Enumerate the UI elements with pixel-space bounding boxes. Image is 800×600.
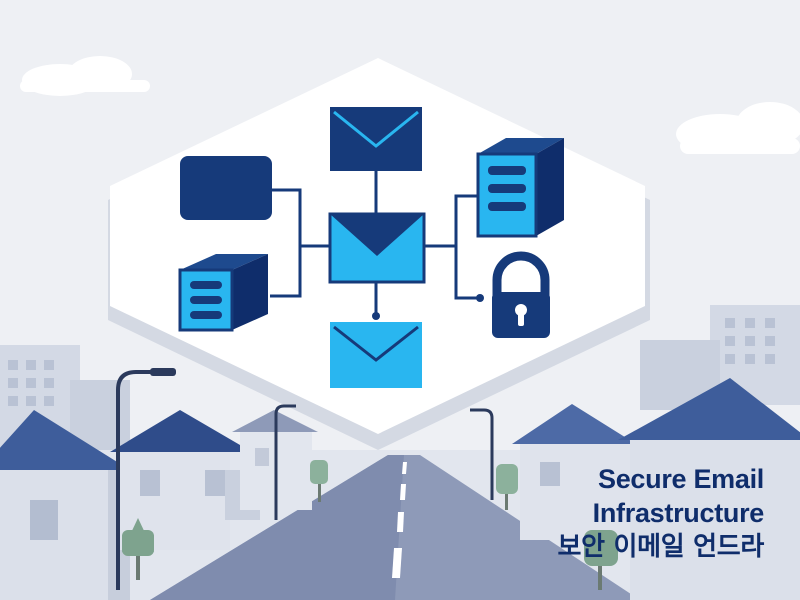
caption-line-1: Secure Email [598, 464, 764, 494]
envelope-icon-center [328, 212, 426, 284]
connector-dot [372, 312, 380, 320]
road-markings [392, 462, 407, 578]
tree-left [122, 518, 154, 580]
monitor-icon [180, 156, 272, 220]
connector-dot-lock [476, 294, 484, 302]
street-lamp-left [116, 370, 160, 590]
envelope-icon-top [330, 107, 422, 171]
lamp-head-left [150, 368, 176, 376]
tree-right [496, 464, 518, 510]
house-right-back [512, 404, 636, 540]
tree-right-front [584, 530, 618, 590]
street-lamp-mid [274, 404, 296, 520]
connector-lines [270, 170, 480, 316]
envelope-icon-bottom [330, 322, 422, 388]
street-lamp-right [470, 408, 494, 500]
caption: Secure Email Infrastructure 보안 이메일 언드라 [444, 462, 765, 564]
lock-icon [492, 251, 550, 338]
server-icon-right [476, 138, 564, 238]
caption-line-3: 보안 이메일 언드라 [557, 532, 765, 562]
road-shade [150, 455, 404, 600]
cloud-left [20, 56, 150, 96]
server-icon-left [178, 254, 268, 332]
tree-mid [310, 460, 328, 502]
caption-line-2: Infrastructure [592, 498, 765, 528]
cloud-right [676, 102, 800, 154]
house-right-front [618, 378, 800, 600]
